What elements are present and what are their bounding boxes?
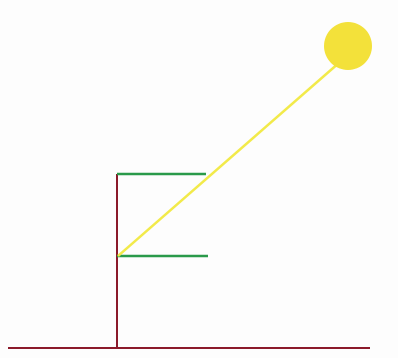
sun-ray [117, 61, 341, 257]
sun [324, 22, 372, 70]
